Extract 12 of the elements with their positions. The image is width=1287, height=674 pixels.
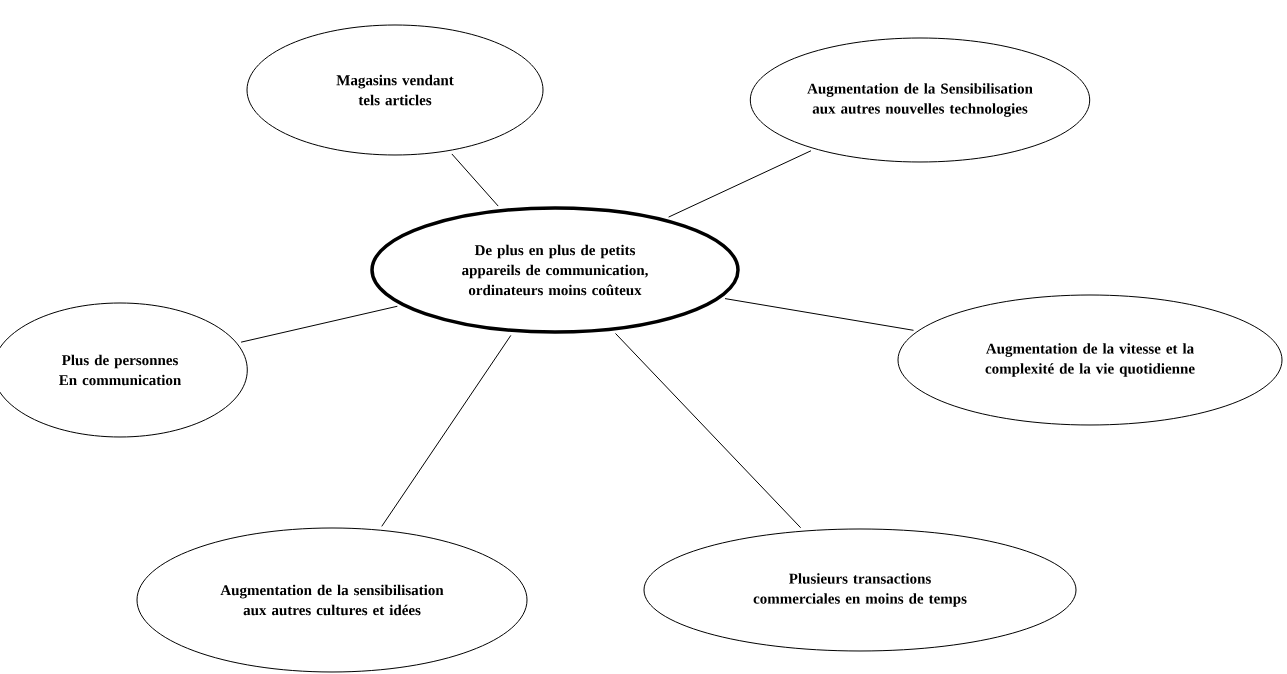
ellipse-node: Augmentation de la Sensibilisation aux autres nouvelles technologies [749, 37, 1091, 163]
ellipse-node: Plusieurs transactions commerciales en moins de temps [643, 528, 1077, 652]
connector-line [615, 332, 802, 529]
connector-line [451, 153, 499, 207]
connector-line [668, 150, 812, 218]
ellipse-node: Augmentation de la vitesse et la complexité de la vie quotidienne [897, 294, 1283, 426]
connector-line [724, 298, 914, 331]
ellipse-node: Augmentation de la sensibilisation aux autres cultures et idées [136, 527, 528, 673]
connector-line [240, 305, 398, 343]
ellipse-node: Magasins vendant tels articles [246, 24, 544, 156]
connector-line [381, 334, 512, 527]
ellipse-node: De plus en plus de petits appareils de communication, ordinateurs moins coûteux [370, 206, 740, 334]
